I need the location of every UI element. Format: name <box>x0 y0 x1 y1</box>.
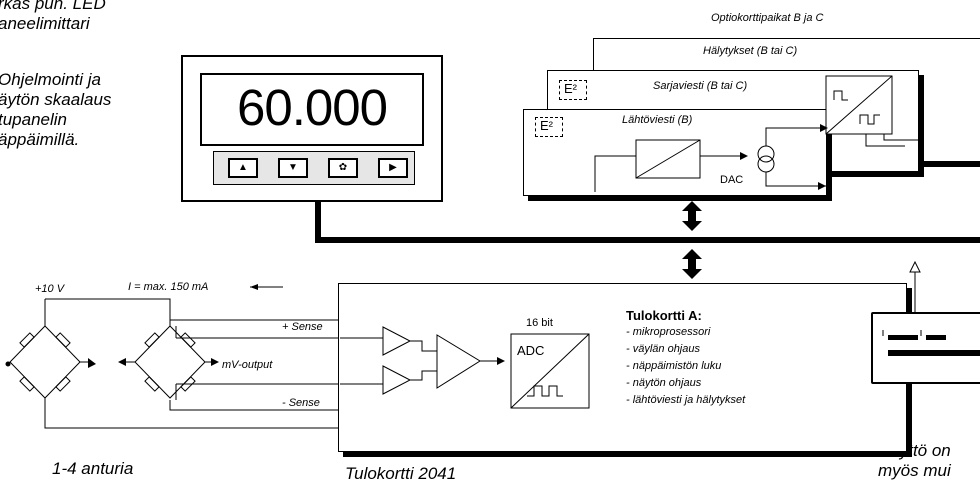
right-key[interactable]: ▶ <box>378 158 408 178</box>
output-eeprom-label: E² <box>540 118 553 133</box>
note-sensors: 1-4 anturia <box>52 459 134 478</box>
function-item: - lähtöviesti ja hälytykset <box>626 394 746 406</box>
display-window <box>200 73 424 146</box>
down-key[interactable]: ▼ <box>278 158 308 178</box>
output-eeprom <box>535 117 563 137</box>
alarms-label: Hälytykset (B tai C) <box>703 45 798 57</box>
function-item: - mikroprosessori <box>626 326 711 338</box>
note-display-other: Näyttö on myös mui <box>878 441 951 480</box>
sense-minus-label: - Sense <box>282 397 320 409</box>
function-item: - näppäimistön luku <box>626 360 722 372</box>
bus-arrow-lower <box>682 249 702 279</box>
supply-label: +10 V <box>35 283 65 295</box>
up-key[interactable]: ▲ <box>228 158 258 178</box>
output-label: Lähtöviesti (B) <box>622 114 693 126</box>
input-card-heading: Tulokortti A: <box>626 308 702 323</box>
small-display <box>871 312 980 384</box>
mv-output-label: mV-output <box>222 359 273 371</box>
serial-label: Sarjaviesti (B tai C) <box>653 80 748 92</box>
bits-label: 16 bit <box>526 317 553 329</box>
flower-key[interactable]: ✿ <box>328 158 358 178</box>
function-item: - väylän ohjaus <box>626 343 700 355</box>
bridge-left <box>5 325 92 399</box>
adc-label: ADC <box>517 343 545 358</box>
note-programming: Ohjelmointi ja äytön skaalaus tupanelin … <box>0 70 112 149</box>
input-card <box>338 283 907 452</box>
note-top-left: rkas pun. LED aneelimittari <box>0 0 106 33</box>
bus-arrow-upper <box>682 201 702 231</box>
sense-plus-label: + Sense <box>282 321 323 333</box>
serial-eeprom-label: E² <box>564 81 577 96</box>
dac-label: DAC <box>720 174 744 186</box>
note-input-card: Tulokortti 2041 <box>345 464 457 483</box>
display-value: 60.000 <box>237 79 388 136</box>
option-cards-title: Optiokorttipaikat B ja C <box>711 12 824 24</box>
function-item: - näytön ohjaus <box>626 377 702 389</box>
serial-eeprom <box>559 80 587 100</box>
current-label: I = max. 150 mA <box>128 281 209 293</box>
